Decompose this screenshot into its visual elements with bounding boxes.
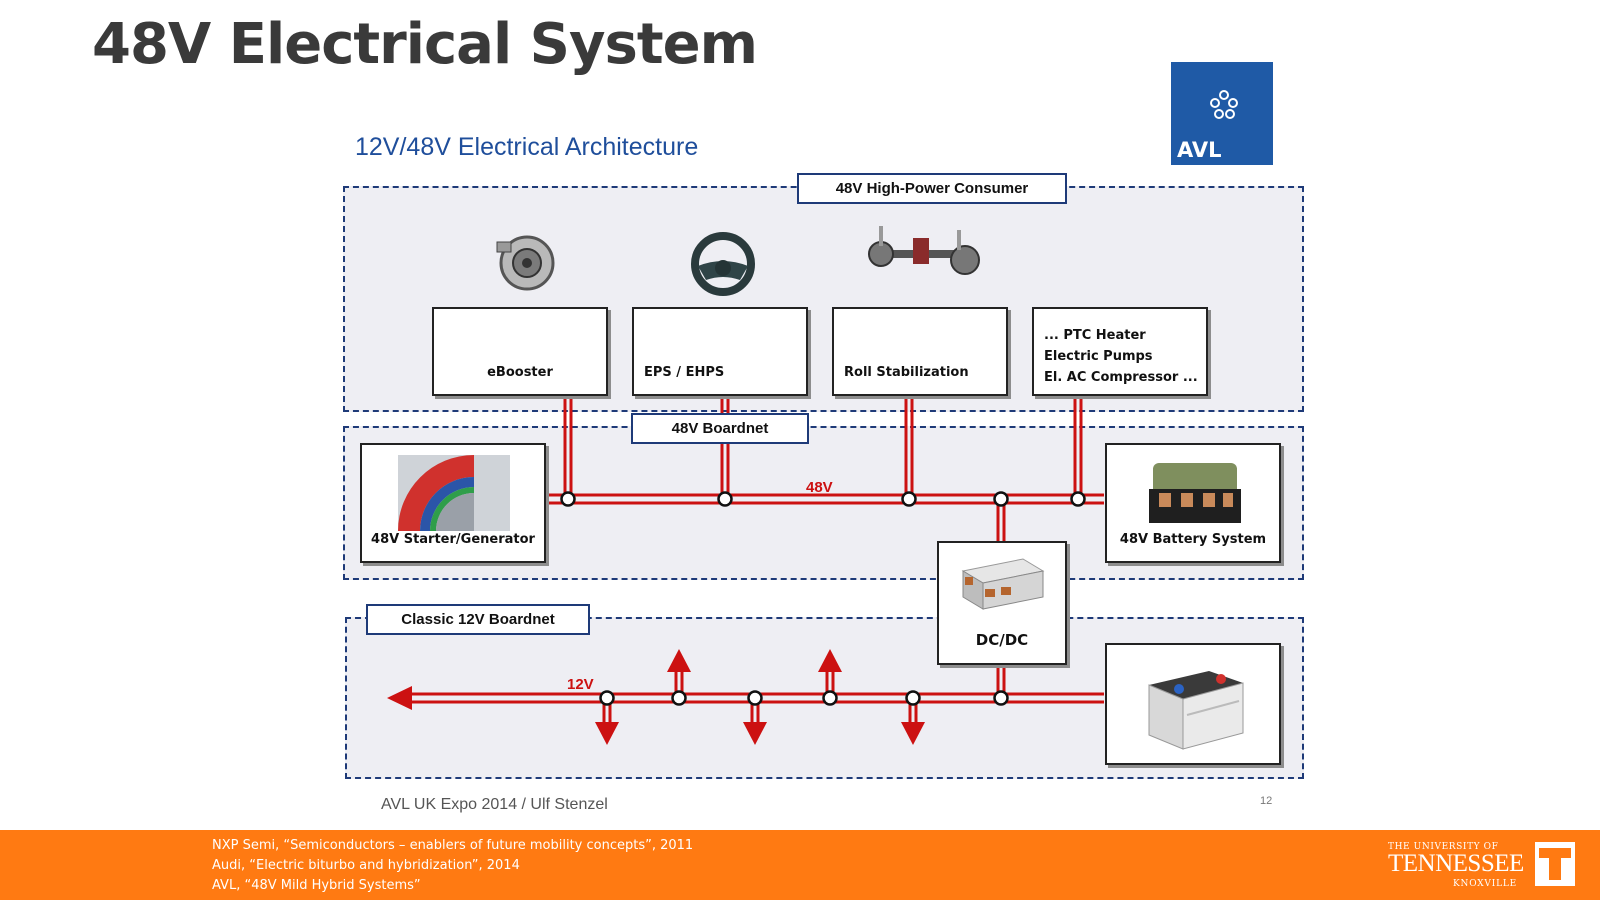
zone-label-high-power: 48V High-Power Consumer: [797, 173, 1067, 204]
arrow-down: [743, 722, 767, 745]
avl-logo: AVL: [1171, 62, 1273, 165]
arrow-down: [901, 722, 925, 745]
consumer-eps-label: EPS / EHPS: [644, 365, 725, 380]
converter-unit-icon: [961, 558, 1045, 610]
label-12v: 12V: [567, 676, 594, 693]
junction-node: [599, 690, 615, 706]
junction-node: [747, 690, 763, 706]
consumer-eps: EPS / EHPS: [632, 307, 808, 396]
university-line2: TENNESSEE: [1388, 850, 1524, 877]
battery-12v: [1105, 643, 1281, 765]
university-logo: THE UNIVERSITY OF TENNESSEE KNOXVILLE: [1388, 842, 1588, 892]
other-consumer-1: ... PTC Heater: [1044, 328, 1146, 343]
avl-logo-text: AVL: [1177, 138, 1222, 162]
battery-pack-icon: [1149, 463, 1241, 523]
diagram-title: 12V/48V Electrical Architecture: [355, 133, 699, 161]
power-t-icon: [1535, 842, 1575, 886]
consumer-other: ... PTC Heater Electric Pumps El. AC Com…: [1032, 307, 1208, 396]
zone-label-48v-boardnet: 48V Boardnet: [631, 413, 809, 444]
arrow-up: [818, 649, 842, 672]
arrow-down: [595, 722, 619, 745]
car-battery-icon: [1148, 671, 1244, 750]
page-number: 12: [1260, 795, 1273, 807]
junction-node: [560, 491, 576, 507]
battery-48v-label: 48V Battery System: [1119, 532, 1267, 547]
citations: NXP Semi, “Semiconductors – enablers of …: [212, 836, 693, 896]
steering-wheel-icon: [691, 232, 755, 296]
arrow-up: [667, 649, 691, 672]
starter-generator: 48V Starter/Generator: [360, 443, 546, 563]
junction-node: [717, 491, 733, 507]
starter-generator-label: 48V Starter/Generator: [371, 532, 535, 547]
consumer-roll-stabilization: Roll Stabilization: [832, 307, 1008, 396]
citation-1: NXP Semi, “Semiconductors – enablers of …: [212, 838, 694, 853]
junction-node: [822, 690, 838, 706]
source-note: AVL UK Expo 2014 / Ulf Stenzel: [381, 796, 608, 813]
consumer-roll-label: Roll Stabilization: [844, 365, 969, 380]
consumer-ebooster-label: eBooster: [487, 365, 553, 380]
electric-motor-icon: [398, 455, 510, 531]
junction-node: [993, 690, 1009, 706]
junction-node: [901, 491, 917, 507]
label-48v: 48V: [806, 479, 833, 496]
junction-node: [671, 690, 687, 706]
footer-bar: NXP Semi, “Semiconductors – enablers of …: [0, 830, 1600, 900]
junction-node: [993, 491, 1009, 507]
dcdc-converter: DC/DC: [937, 541, 1067, 665]
university-line1: THE UNIVERSITY OF: [1388, 842, 1499, 852]
axle-icon: [868, 226, 980, 275]
university-line3: KNOXVILLE: [1453, 879, 1518, 889]
citation-2: Audi, “Electric biturbo and hybridizatio…: [212, 858, 520, 873]
junction-node: [1070, 491, 1086, 507]
battery-48v: 48V Battery System: [1105, 443, 1281, 563]
junction-node: [905, 690, 921, 706]
other-consumer-2: Electric Pumps: [1044, 349, 1153, 364]
avl-emblem-icon: [1210, 90, 1238, 119]
citation-3: AVL, “48V Mild Hybrid Systems”: [212, 878, 421, 893]
turbocharger-icon: [496, 235, 555, 291]
arrow-left: [387, 686, 412, 710]
other-consumer-3: El. AC Compressor ...: [1044, 370, 1198, 385]
dcdc-label: DC/DC: [975, 631, 1029, 649]
slide-title: 48V Electrical System: [92, 12, 758, 77]
consumer-ebooster: eBooster: [432, 307, 608, 396]
zone-label-12v-boardnet: Classic 12V Boardnet: [366, 604, 590, 635]
